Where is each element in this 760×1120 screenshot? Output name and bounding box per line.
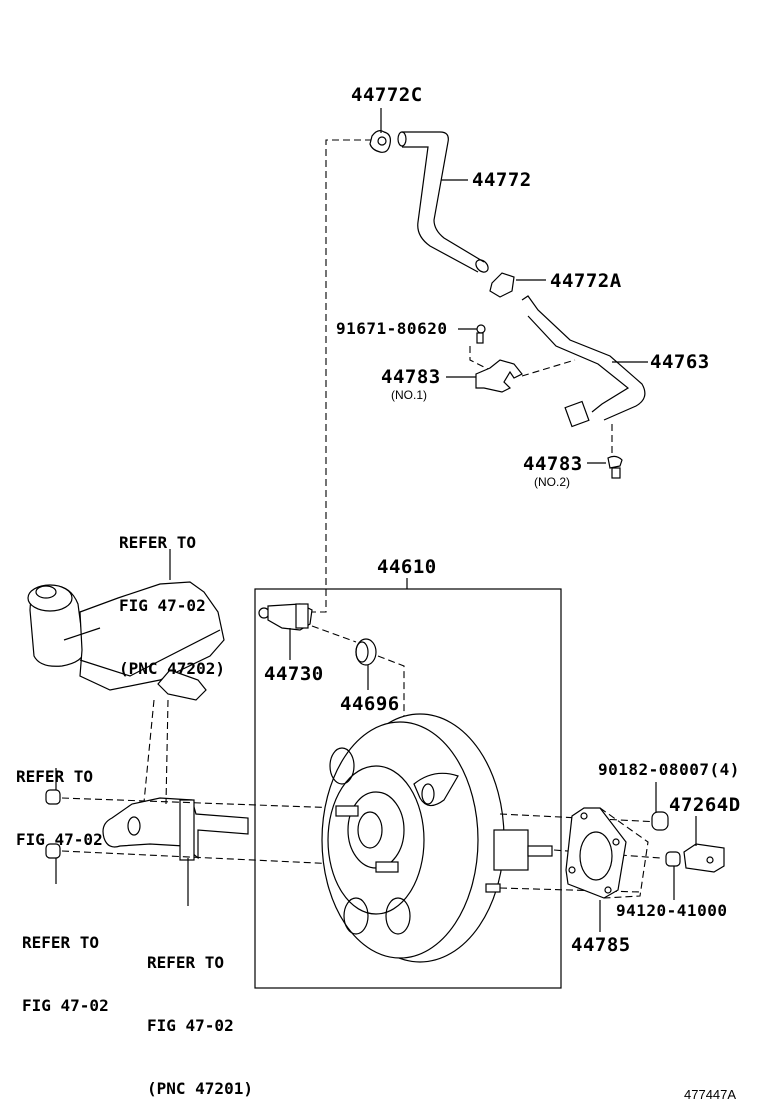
label-94120-41000: 94120-41000 <box>616 901 728 920</box>
label-44763: 44763 <box>650 351 710 373</box>
brake-booster-shape <box>321 713 553 963</box>
clip-44783-no2-shape <box>607 455 623 479</box>
figure-code: 477447A <box>684 1087 737 1102</box>
label-44785: 44785 <box>571 934 631 956</box>
ref-reservoir-line2: FIG 47-02 <box>119 596 206 615</box>
ref-master-cyl-line3: (PNC 47201) <box>147 1079 253 1098</box>
booster-assembly-box <box>254 588 562 989</box>
ref-reservoir-line1: REFER TO <box>119 533 197 552</box>
dash-44772C-to-valve <box>310 139 372 613</box>
ref-master-cylinder: REFER TO FIG 47-02 (PNC 47201) <box>147 910 253 1120</box>
check-valve-44730-shape <box>258 603 313 631</box>
ref-nut-lower-line2: FIG 47-02 <box>22 996 109 1015</box>
hose-44772-shape <box>402 131 485 273</box>
label-44610: 44610 <box>377 556 437 578</box>
label-44772: 44772 <box>472 169 532 191</box>
master-cylinder-shape <box>102 797 249 861</box>
label-44772C: 44772C <box>351 84 423 106</box>
label-47264D: 47264D <box>669 794 741 816</box>
ref-master-cyl-line1: REFER TO <box>147 953 225 972</box>
label-91671-80620: 91671-80620 <box>336 319 448 338</box>
label-44730: 44730 <box>264 663 324 685</box>
ref-nut-upper-line1: REFER TO <box>16 767 94 786</box>
nut-lower-shape <box>45 843 61 859</box>
clip-44772C-shape <box>369 130 391 153</box>
bolt-91671-shape <box>476 324 486 344</box>
ref-reservoir-line3: (PNC 47202) <box>119 659 225 678</box>
label-44696: 44696 <box>340 693 400 715</box>
nut-90182-shape <box>651 811 669 831</box>
label-90182-08007: 90182-08007(4) <box>598 760 740 779</box>
reservoir-shape <box>27 581 225 701</box>
label-44783-no2-sub: (NO.2) <box>534 475 570 489</box>
label-44783-no2: 44783 <box>523 453 583 475</box>
label-44772A: 44772A <box>550 270 622 292</box>
ref-nut-lower: REFER TO FIG 47-02 <box>22 890 109 1037</box>
pipe-44763-shape <box>521 295 646 421</box>
nut-94120-shape <box>665 851 681 867</box>
gasket-44785-shape <box>565 807 627 899</box>
label-44783-no1-sub: (NO.1) <box>391 388 427 402</box>
ref-reservoir: REFER TO FIG 47-02 (PNC 47202) <box>119 490 225 700</box>
bracket-44783-no1-shape <box>475 359 523 393</box>
clamp-44772A-shape <box>489 272 515 298</box>
ref-nut-upper-line2: FIG 47-02 <box>16 830 103 849</box>
ref-nut-lower-line1: REFER TO <box>22 933 100 952</box>
grommet-44696-shape <box>355 638 377 666</box>
ref-nut-upper: REFER TO FIG 47-02 <box>16 724 103 871</box>
nut-upper-shape <box>45 789 61 805</box>
label-44783-no1: 44783 <box>381 366 441 388</box>
ref-master-cyl-line2: FIG 47-02 <box>147 1016 234 1035</box>
clevis-47264D-shape <box>683 843 725 873</box>
